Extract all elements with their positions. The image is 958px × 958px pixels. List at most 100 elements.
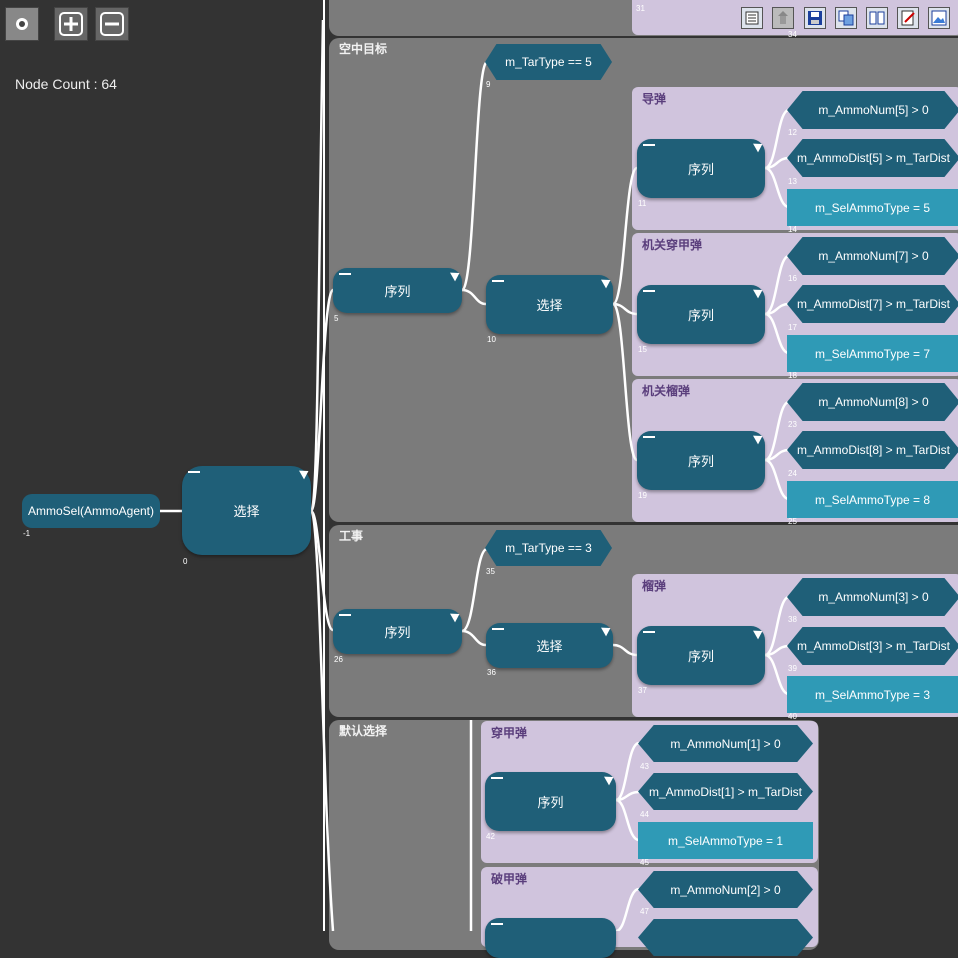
node-index: 40 xyxy=(788,712,797,721)
fort-selector-node[interactable]: 选择 xyxy=(486,623,613,668)
ap-mg-ammo-dist-condition[interactable]: m_AmmoDist[7] > m_TarDist xyxy=(787,285,958,323)
node-index: 31 xyxy=(636,4,645,13)
ap-sequence-node[interactable]: 序列 xyxy=(485,772,616,831)
book-icon[interactable] xyxy=(866,7,888,29)
frame-title: 工事 xyxy=(339,529,364,543)
node-label: m_AmmoDist[3] > m_TarDist xyxy=(796,639,951,653)
he-mg-ammo-num-condition[interactable]: m_AmmoNum[8] > 0 xyxy=(787,383,958,421)
node-index: 13 xyxy=(788,177,797,186)
node-label: m_AmmoNum[2] > 0 xyxy=(670,882,781,897)
heat-sequence-node[interactable] xyxy=(485,918,616,958)
heat-ammo-num-condition[interactable]: m_AmmoNum[2] > 0 xyxy=(638,871,813,908)
frame-title: 空中目标 xyxy=(339,42,388,56)
missile-sequence-node[interactable]: 序列 xyxy=(637,139,765,198)
zoom-out-button[interactable] xyxy=(95,7,129,41)
node-label: 序列 xyxy=(384,625,411,640)
collapse-icon xyxy=(643,631,655,633)
collapse-icon xyxy=(492,628,504,630)
record-button[interactable] xyxy=(5,7,39,41)
ap-ammo-dist-condition[interactable]: m_AmmoDist[1] > m_TarDist xyxy=(638,773,813,810)
ap-mg-sequence-node[interactable]: 序列 xyxy=(637,285,765,344)
node-index: 16 xyxy=(788,274,797,283)
node-index: 11 xyxy=(638,199,647,208)
node-label: m_TarType == 3 xyxy=(505,541,592,555)
he-mg-ammo-dist-condition[interactable]: m_AmmoDist[8] > m_TarDist xyxy=(787,431,958,469)
air-selector-node[interactable]: 选择 xyxy=(486,275,613,334)
node-index: 35 xyxy=(486,567,495,576)
node-index: 34 xyxy=(788,30,797,39)
collapse-icon xyxy=(643,290,655,292)
node-index: -1 xyxy=(23,529,31,538)
node-index: 44 xyxy=(640,810,649,819)
group-title: 机关榴弹 xyxy=(642,384,691,398)
group-title: 穿甲弹 xyxy=(491,726,528,740)
node-index: 15 xyxy=(638,345,647,354)
he-mg-select-action[interactable]: m_SelAmmoType = 8 xyxy=(787,481,958,518)
ap-ammo-num-condition[interactable]: m_AmmoNum[1] > 0 xyxy=(638,725,813,762)
he-sequence-node[interactable]: 序列 xyxy=(637,626,765,685)
node-index: 23 xyxy=(788,420,797,429)
node-index: 0 xyxy=(183,557,188,566)
main-selector-node[interactable]: 选择 xyxy=(182,466,311,555)
circle-icon xyxy=(16,18,28,30)
group-title: 导弹 xyxy=(642,92,667,106)
node-label: 序列 xyxy=(687,162,714,177)
air-sequence-node[interactable]: 序列 xyxy=(333,268,462,313)
node-label: AmmoSel(AmmoAgent) xyxy=(27,504,155,518)
node-index: 42 xyxy=(486,832,495,841)
node-label: m_SelAmmoType = 3 xyxy=(814,687,931,702)
node-index: 14 xyxy=(788,225,797,234)
node-label: m_AmmoDist[8] > m_TarDist xyxy=(796,443,951,457)
node-label: 序列 xyxy=(537,795,564,810)
node-label: 序列 xyxy=(687,308,714,323)
node-index: 25 xyxy=(788,517,797,526)
node-count: Node Count : 64 xyxy=(15,76,117,92)
node-label: m_AmmoDist[7] > m_TarDist xyxy=(796,297,951,311)
missile-ammo-dist-condition[interactable]: m_AmmoDist[5] > m_TarDist xyxy=(787,139,958,177)
group-title: 机关穿甲弹 xyxy=(642,238,703,252)
fort-type-condition[interactable]: m_TarType == 3 xyxy=(485,530,612,566)
he-select-action[interactable]: m_SelAmmoType = 3 xyxy=(787,676,958,713)
save-icon[interactable] xyxy=(804,7,826,29)
tree-trunk-line xyxy=(323,0,325,931)
node-label: 选择 xyxy=(536,298,563,313)
node-index: 5 xyxy=(334,314,339,323)
heat-partial-condition[interactable] xyxy=(638,919,813,956)
node-label: m_AmmoNum[1] > 0 xyxy=(670,736,781,751)
node-index: 47 xyxy=(640,907,649,916)
air-type-condition[interactable]: m_TarType == 5 xyxy=(485,44,612,80)
zoom-in-button[interactable] xyxy=(54,7,88,41)
he-ammo-num-condition[interactable]: m_AmmoNum[3] > 0 xyxy=(787,578,958,616)
collapse-icon xyxy=(339,614,351,616)
node-index: 18 xyxy=(788,371,797,380)
node-index: 17 xyxy=(788,323,797,332)
node-label: m_AmmoDist[1] > m_TarDist xyxy=(648,784,803,799)
fort-sequence-node[interactable]: 序列 xyxy=(333,609,462,654)
node-label: m_TarType == 5 xyxy=(505,55,592,69)
list-icon[interactable] xyxy=(741,7,763,29)
image-icon[interactable] xyxy=(928,7,950,29)
copy-icon[interactable] xyxy=(835,7,857,29)
node-label: m_SelAmmoType = 8 xyxy=(814,492,931,507)
edit-icon[interactable] xyxy=(897,7,919,29)
node-label: m_AmmoNum[8] > 0 xyxy=(818,395,929,409)
missile-select-action[interactable]: m_SelAmmoType = 5 xyxy=(787,189,958,226)
node-label: 序列 xyxy=(384,284,411,299)
ap-mg-select-action[interactable]: m_SelAmmoType = 7 xyxy=(787,335,958,372)
he-ammo-dist-condition[interactable]: m_AmmoDist[3] > m_TarDist xyxy=(787,627,958,665)
group-title: 破甲弹 xyxy=(491,872,528,886)
node-label: 选择 xyxy=(233,504,260,519)
node-label: m_AmmoNum[7] > 0 xyxy=(818,249,929,263)
he-mg-sequence-node[interactable]: 序列 xyxy=(637,431,765,490)
node-index: 38 xyxy=(788,615,797,624)
node-index: 43 xyxy=(640,762,649,771)
node-index: 45 xyxy=(640,858,649,867)
missile-ammo-num-condition[interactable]: m_AmmoNum[5] > 0 xyxy=(787,91,958,129)
recycle-icon[interactable] xyxy=(772,7,794,29)
root-node[interactable]: AmmoSel(AmmoAgent) xyxy=(22,494,160,528)
node-index: 12 xyxy=(788,128,797,137)
collapse-icon xyxy=(643,436,655,438)
collapse-icon xyxy=(491,923,503,925)
ap-select-action[interactable]: m_SelAmmoType = 1 xyxy=(638,822,813,859)
ap-mg-ammo-num-condition[interactable]: m_AmmoNum[7] > 0 xyxy=(787,237,958,275)
